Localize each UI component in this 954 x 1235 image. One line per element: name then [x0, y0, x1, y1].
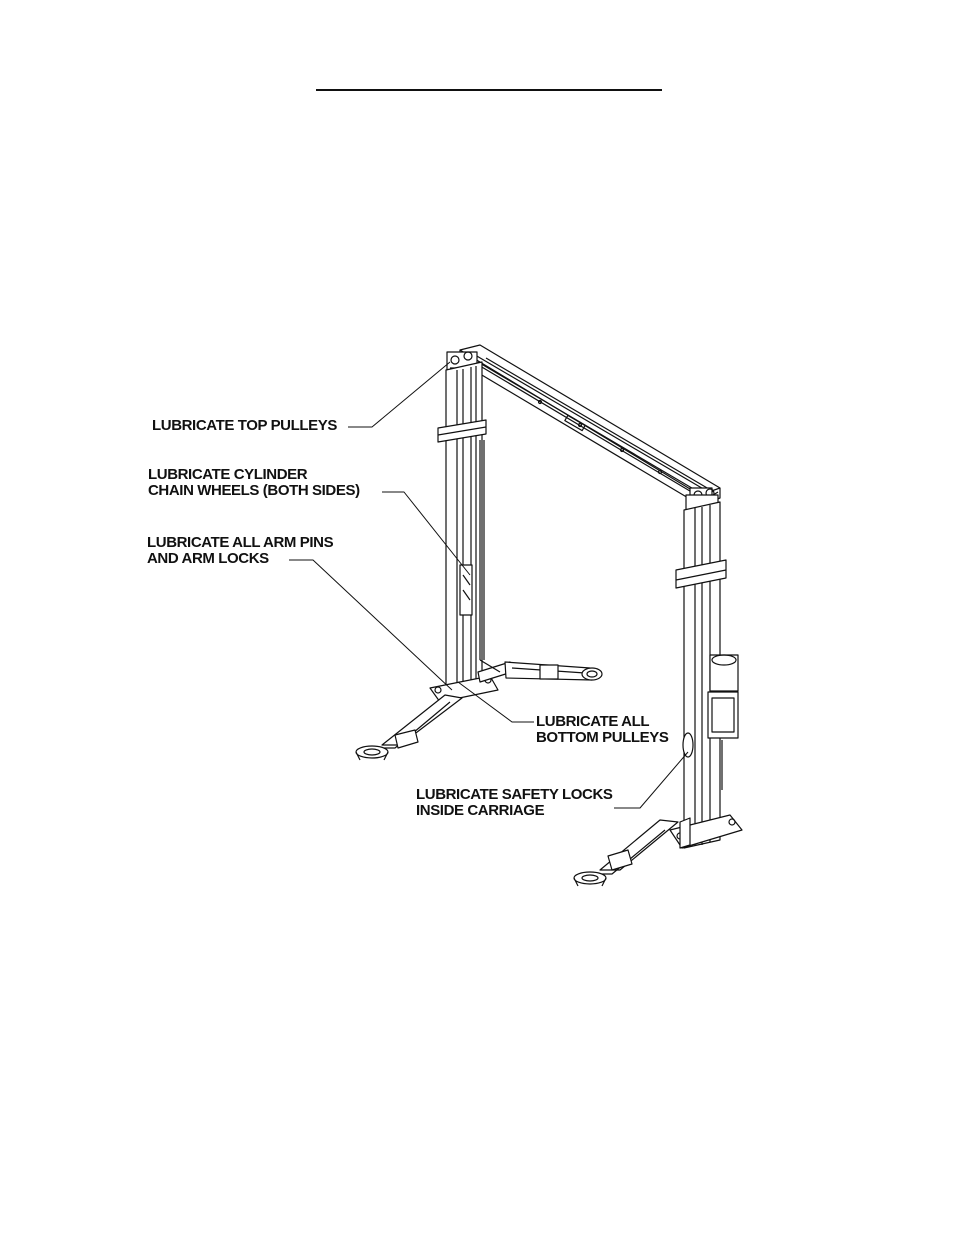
callout-cylinder-line2: CHAIN WHEELS (BOTH SIDES)	[148, 483, 360, 499]
callout-cylinder-line1: LUBRICATE CYLINDER	[148, 467, 360, 483]
callout-arm-pins-line1: LUBRICATE ALL ARM PINS	[147, 535, 333, 551]
leader-top-pulleys	[348, 362, 450, 427]
callout-cylinder-chain-wheels: LUBRICATE CYLINDER CHAIN WHEELS (BOTH SI…	[148, 467, 360, 499]
overhead-crossbeam	[460, 345, 720, 505]
callout-safety-locks-line2: INSIDE CARRIAGE	[416, 803, 612, 819]
callout-arm-pins-line2: AND ARM LOCKS	[147, 551, 333, 567]
callout-safety-locks: LUBRICATE SAFETY LOCKS INSIDE CARRIAGE	[416, 787, 612, 819]
right-base-and-arms	[574, 815, 742, 886]
callout-bottom-pulleys-line2: BOTTOM PULLEYS	[536, 730, 668, 746]
callout-safety-locks-line1: LUBRICATE SAFETY LOCKS	[416, 787, 612, 803]
callout-top-pulleys: LUBRICATE TOP PULLEYS	[152, 418, 337, 434]
left-column	[438, 362, 486, 698]
leader-arm-pins	[289, 560, 452, 690]
callout-bottom-pulleys-line1: LUBRICATE ALL	[536, 714, 668, 730]
callout-top-pulleys-line1: LUBRICATE TOP PULLEYS	[152, 418, 337, 434]
callout-arm-pins: LUBRICATE ALL ARM PINS AND ARM LOCKS	[147, 535, 333, 567]
right-column	[676, 495, 738, 848]
leader-safety-locks	[614, 752, 688, 808]
callout-bottom-pulleys: LUBRICATE ALL BOTTOM PULLEYS	[536, 714, 668, 746]
